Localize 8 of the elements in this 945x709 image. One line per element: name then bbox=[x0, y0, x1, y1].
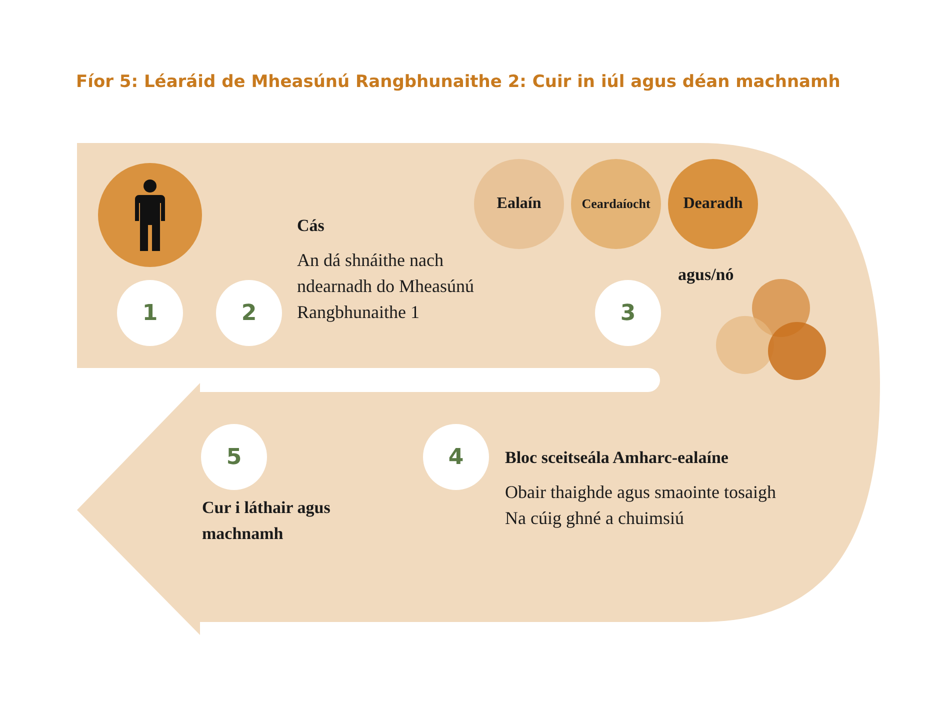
step-heading: Bloc sceitseála Amharc-ealaíne bbox=[505, 447, 730, 469]
step-description: Obair thaighde agus smaointe tosaigh bbox=[505, 481, 777, 504]
figure-title: Fíor 5: Léaráid de Mheasúnú Rangbhunaithe 2: Cuir in iúl agus déan machnamh bbox=[76, 72, 840, 92]
connector-word: agus/nó bbox=[678, 264, 734, 286]
step-heading: Cur i láthair agus machnamh bbox=[202, 497, 332, 545]
step-description: An dá shnáithe nach ndearnadh do Mheasúnú Rangbhunaithe 1 bbox=[297, 249, 475, 324]
step-heading: Cás bbox=[297, 215, 326, 237]
step-description: Na cúig ghné a chuimsiú bbox=[505, 507, 685, 530]
